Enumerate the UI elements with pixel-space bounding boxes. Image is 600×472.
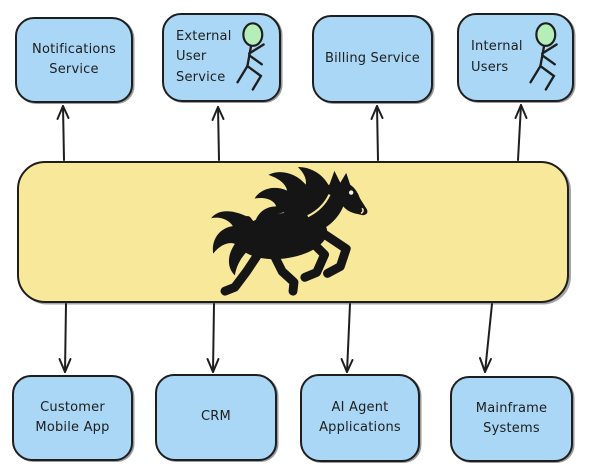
node-label: Internal Users	[471, 39, 523, 75]
node-label: Notifications Service	[32, 41, 116, 77]
arrow-down-customer-mobile-app	[58, 303, 72, 373]
arrow-up-external-user-service	[211, 106, 225, 161]
person-icon	[529, 21, 558, 91]
node-customer-mobile-app: Customer Mobile App	[12, 375, 133, 461]
node-internal-users: Internal Users	[457, 13, 574, 102]
node-label: Customer Mobile App	[35, 399, 110, 435]
node-label: AI Agent Applications	[319, 399, 401, 435]
arrow-up-billing-service	[370, 105, 384, 161]
arrow-down-mainframe-systems	[479, 303, 493, 373]
node-billing-service: Billing Service	[312, 15, 433, 103]
core-system-hub	[17, 161, 569, 303]
node-label: External User Service	[176, 29, 232, 85]
horse-icon	[211, 166, 368, 296]
arrow-up-internal-users	[514, 104, 528, 161]
node-external-user-service: External User Service	[162, 13, 281, 102]
arrow-up-notifications-service	[56, 105, 70, 161]
node-label: Billing Service	[324, 50, 421, 66]
horse-eye	[348, 190, 354, 195]
person-icon	[236, 21, 265, 91]
node-ai-agent-applications: AI Agent Applications	[300, 374, 420, 462]
node-label: Mainframe Systems	[475, 400, 548, 436]
node-crm: CRM	[155, 374, 277, 461]
arrow-down-crm	[206, 303, 220, 373]
node-notifications-service: Notifications Service	[15, 17, 133, 103]
node-mainframe-systems: Mainframe Systems	[450, 376, 573, 462]
node-label: CRM	[201, 409, 231, 425]
arrow-down-ai-agent-applications	[340, 303, 354, 373]
